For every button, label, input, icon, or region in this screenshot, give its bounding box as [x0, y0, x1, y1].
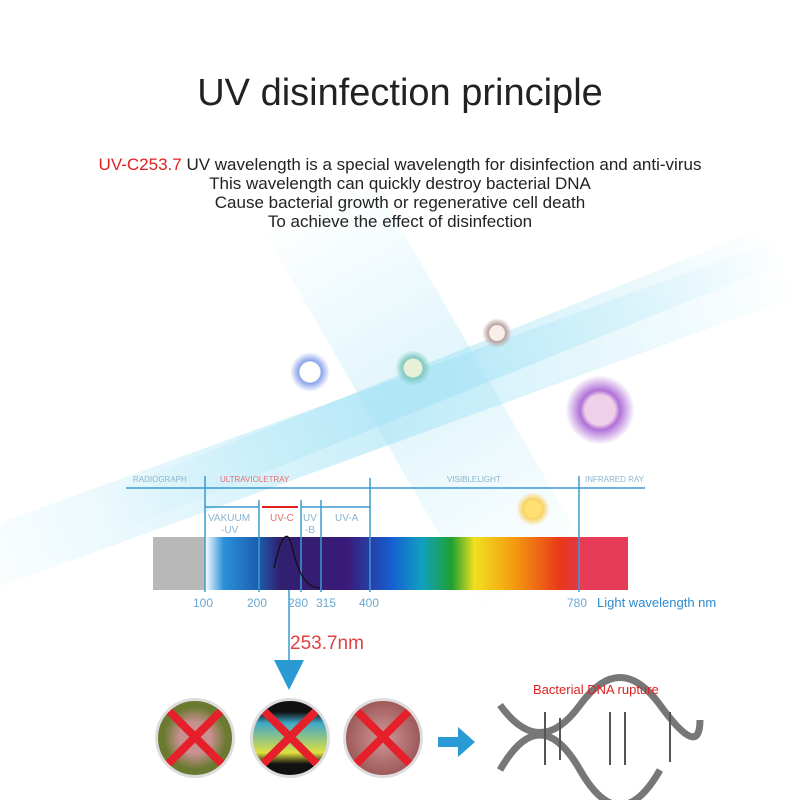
cross-icon	[158, 701, 232, 775]
right-arrow-icon	[438, 727, 475, 757]
band-label: -UV	[221, 525, 239, 536]
sun-icon	[516, 492, 550, 526]
region-label: ULTRAVIOLETRAY	[220, 475, 290, 484]
page-title: UV disinfection principle	[197, 72, 603, 114]
region-label: RADIOGRAPH	[133, 475, 187, 484]
down-arrow-icon	[274, 660, 304, 690]
infrared-band	[579, 537, 628, 590]
cross-icon	[253, 701, 327, 775]
region-label: INFRARED RAY	[585, 475, 645, 484]
virus-icon	[395, 350, 431, 386]
bacteria-image-2	[250, 698, 330, 778]
region-label: VISIBLELIGHT	[447, 475, 501, 484]
desc-line-2: This wavelength can quickly destroy bact…	[209, 174, 591, 193]
dna-helix-image	[496, 674, 704, 800]
band-label: UV	[303, 513, 317, 524]
band-label: -B	[305, 525, 315, 536]
radiograph-band	[153, 537, 205, 590]
dna-rupture-label: Bacterial DNA rupture	[533, 682, 659, 697]
cross-icon	[346, 701, 420, 775]
virus-icon	[290, 352, 330, 392]
tick-label: 200	[247, 596, 267, 610]
peak-wavelength-label: 253.7nm	[290, 633, 364, 654]
tick-label: 100	[193, 596, 213, 610]
desc-line-1: UV wavelength is a special wavelength fo…	[181, 155, 702, 174]
description: UV-C253.7 UV wavelength is a special wav…	[0, 155, 800, 231]
tick-label: 780	[567, 596, 587, 610]
virus-icon	[565, 375, 635, 445]
tick-label: 400	[359, 596, 379, 610]
spectrum-band	[205, 537, 579, 590]
bacteria-image-1	[155, 698, 235, 778]
tick-label: 315	[316, 596, 336, 610]
tick-label: 280	[288, 596, 308, 610]
band-label: VAKUUM	[208, 513, 250, 524]
desc-line-3: Cause bacterial growth or regenerative c…	[214, 193, 586, 212]
uvc-highlight: UV-C253.7	[98, 155, 182, 174]
axis-label: Light wavelength nm	[597, 595, 716, 610]
desc-line-4: To achieve the effect of disinfection	[267, 212, 533, 231]
band-label: UV-C	[270, 513, 294, 524]
uvc-absorption-curve	[273, 535, 321, 589]
bacteria-image-3	[343, 698, 423, 778]
virus-icon	[482, 318, 512, 348]
band-label: UV-A	[335, 513, 359, 524]
